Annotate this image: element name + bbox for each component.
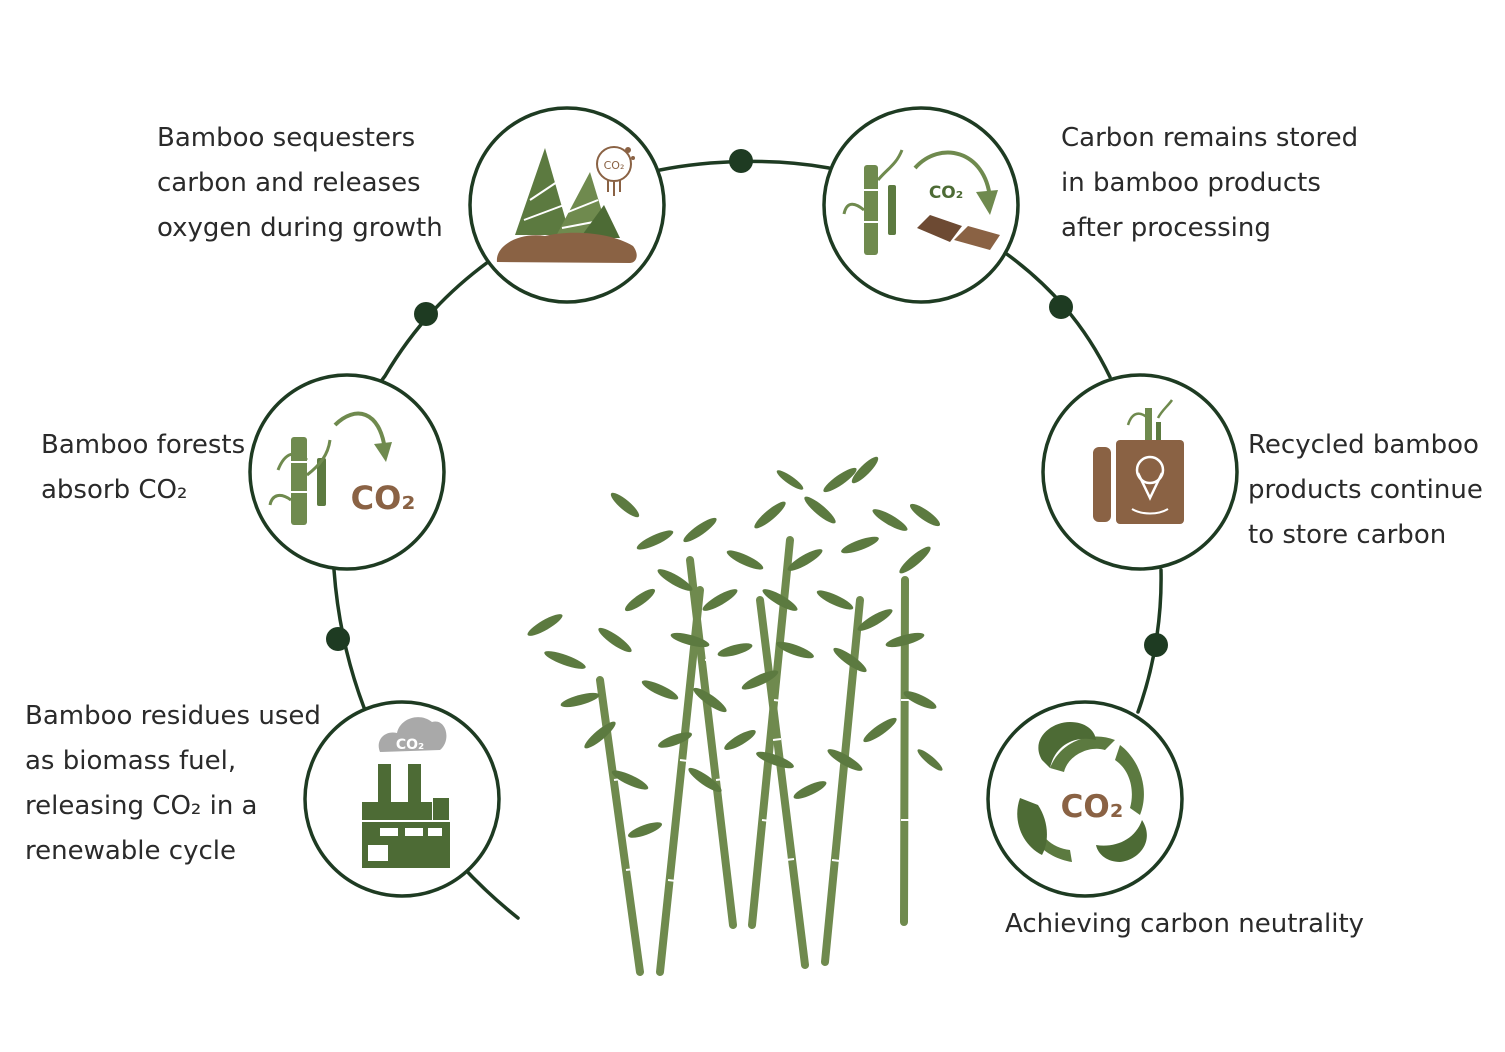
stage-circle-absorb — [248, 373, 446, 571]
absorb-icon-label: CO₂ — [351, 479, 416, 517]
caption-line: after processing — [1061, 213, 1271, 243]
caption-line: renewable cycle — [25, 836, 236, 866]
caption-line: products continue — [1248, 475, 1483, 505]
caption-line: releasing CO₂ in a — [25, 791, 258, 821]
factory-icon: CO₂ — [362, 717, 450, 868]
bamboo-absorb-co2-icon: CO₂ — [268, 411, 416, 525]
caption-line: Bamboo forests — [41, 430, 246, 460]
bamboo-foliage — [527, 456, 943, 838]
caption-line: Achieving carbon neutrality — [1005, 909, 1365, 939]
caption-line: Bamboo residues used — [25, 701, 321, 731]
caption-line: oxygen during growth — [157, 213, 443, 243]
caption-absorb: Bamboo forests absorb CO₂ — [41, 423, 245, 513]
caption-line: Recycled bamboo — [1248, 430, 1479, 460]
ring-dot — [1144, 633, 1168, 657]
ring-dot — [414, 302, 438, 326]
caption-line: carbon and releases — [157, 168, 421, 198]
bamboo-stalks — [596, 536, 909, 976]
recycle-leaves-icon: CO₂ — [1017, 722, 1147, 862]
caption-line: as biomass fuel, — [25, 746, 237, 776]
caption-line: Bamboo sequesters — [157, 123, 416, 153]
ring-dot — [729, 149, 753, 173]
caption-line: Carbon remains stored — [1061, 123, 1359, 153]
bamboo-shoots-icon: CO₂ — [496, 146, 637, 263]
caption-line: to store carbon — [1248, 520, 1447, 550]
caption-biomass: Bamboo residues used as biomass fuel, re… — [25, 694, 321, 874]
bamboo-grove-illustration — [527, 456, 943, 976]
caption-stored: Carbon remains stored in bamboo products… — [1061, 116, 1358, 251]
neutral-icon-label: CO₂ — [1061, 789, 1124, 825]
caption-neutral: Achieving carbon neutrality — [1005, 902, 1364, 947]
caption-growth: Bamboo sequesters carbon and releases ox… — [157, 116, 443, 251]
caption-line: absorb CO₂ — [41, 475, 188, 505]
growth-icon-label: CO₂ — [604, 159, 625, 172]
ring-dots — [326, 149, 1168, 657]
caption-line: in bamboo products — [1061, 168, 1321, 198]
ring-dot — [1049, 295, 1073, 319]
stage-circle-biomass — [303, 700, 501, 898]
ring-dot — [326, 627, 350, 651]
stage-circle-growth — [468, 106, 666, 304]
caption-recycled: Recycled bamboo products continue to sto… — [1248, 423, 1483, 558]
recycled-bag-icon — [1093, 399, 1184, 524]
bamboo-products-icon: CO₂ — [842, 149, 1000, 255]
stored-icon-label: CO₂ — [929, 183, 963, 203]
biomass-icon-label: CO₂ — [396, 737, 424, 753]
